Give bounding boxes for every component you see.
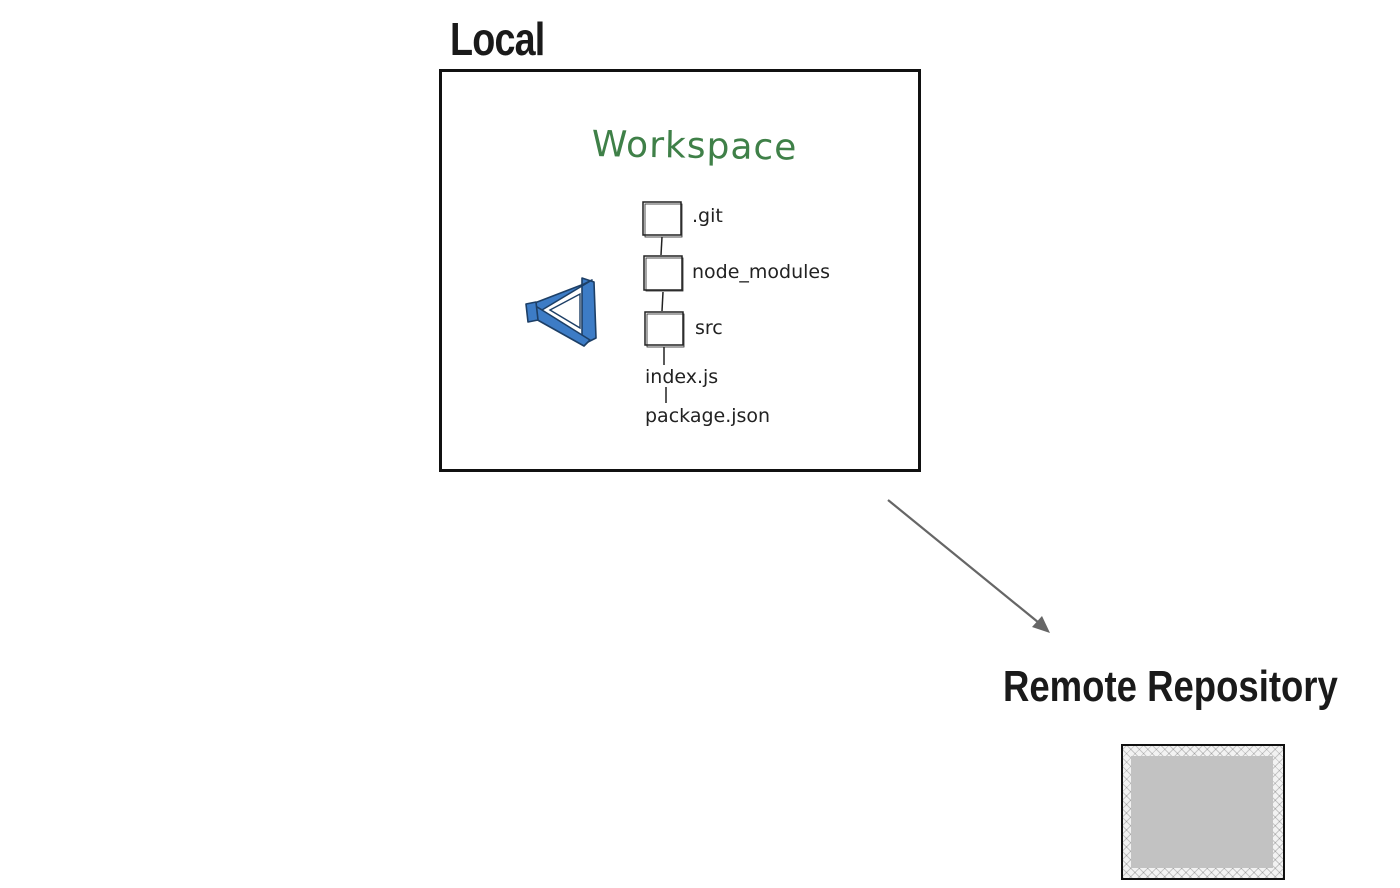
push-arrow-icon	[887, 499, 1050, 633]
workspace-title: Workspace	[591, 124, 798, 169]
tree-item-git: .git	[692, 205, 723, 227]
remote-repository-box	[1121, 744, 1285, 880]
tree-item-src: src	[695, 317, 723, 339]
local-title: Local	[450, 13, 545, 65]
src-folder-icon	[644, 311, 684, 346]
remote-title: Remote Repository	[1003, 662, 1338, 711]
file-tree-graphic	[642, 201, 685, 403]
git-folder-icon	[642, 201, 682, 236]
vscode-logo-icon	[525, 277, 597, 347]
remote-repository-placeholder	[1131, 756, 1273, 868]
tree-item-index-js: index.js	[645, 366, 719, 388]
tree-item-package-json: package.json	[645, 405, 771, 427]
node-modules-folder-icon	[643, 255, 683, 291]
tree-item-node-modules: node_modules	[692, 261, 831, 283]
local-box: Workspace .git node_modules src index.js…	[439, 69, 921, 472]
